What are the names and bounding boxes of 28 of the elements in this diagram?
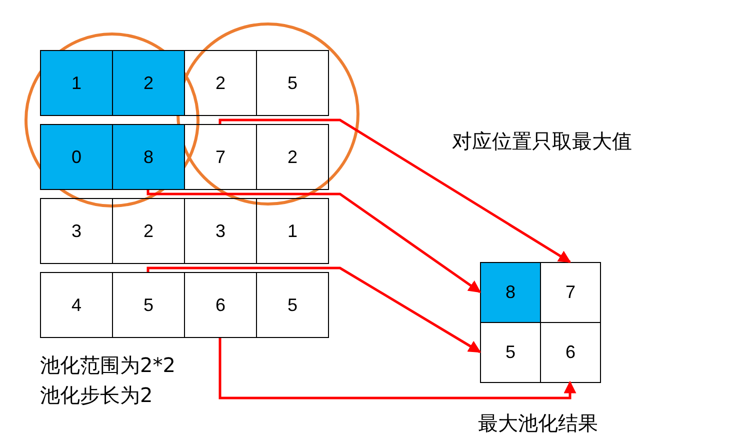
note-text: 池化范围为2*2 bbox=[40, 352, 176, 379]
arrow bbox=[218, 338, 576, 400]
matrix-cell: 2 bbox=[112, 50, 185, 116]
matrix-cell: 3 bbox=[184, 198, 257, 264]
matrix-cell: 5 bbox=[256, 50, 329, 116]
matrix-cell: 1 bbox=[40, 50, 113, 116]
matrix-cell: 2 bbox=[256, 124, 329, 190]
matrix-cell: 8 bbox=[112, 124, 185, 190]
note-text: 池化步长为2 bbox=[40, 382, 153, 409]
matrix-cell: 1 bbox=[256, 198, 329, 264]
result-caption: 最大池化结果 bbox=[478, 410, 598, 437]
matrix-cell: 5 bbox=[480, 322, 541, 383]
matrix-cell: 3 bbox=[40, 198, 113, 264]
matrix-cell: 8 bbox=[480, 262, 541, 323]
arrow bbox=[146, 190, 482, 294]
matrix-cell: 6 bbox=[184, 272, 257, 338]
matrix-cell: 2 bbox=[112, 198, 185, 264]
arrow bbox=[146, 266, 482, 354]
arrow bbox=[218, 118, 572, 264]
matrix-cell: 2 bbox=[184, 50, 257, 116]
matrix-cell: 5 bbox=[112, 272, 185, 338]
note-text: 对应位置只取最大值 bbox=[452, 128, 632, 155]
matrix-cell: 7 bbox=[184, 124, 257, 190]
matrix-cell: 5 bbox=[256, 272, 329, 338]
matrix-cell: 0 bbox=[40, 124, 113, 190]
matrix-cell: 4 bbox=[40, 272, 113, 338]
matrix-cell: 7 bbox=[540, 262, 601, 323]
matrix-cell: 6 bbox=[540, 322, 601, 383]
